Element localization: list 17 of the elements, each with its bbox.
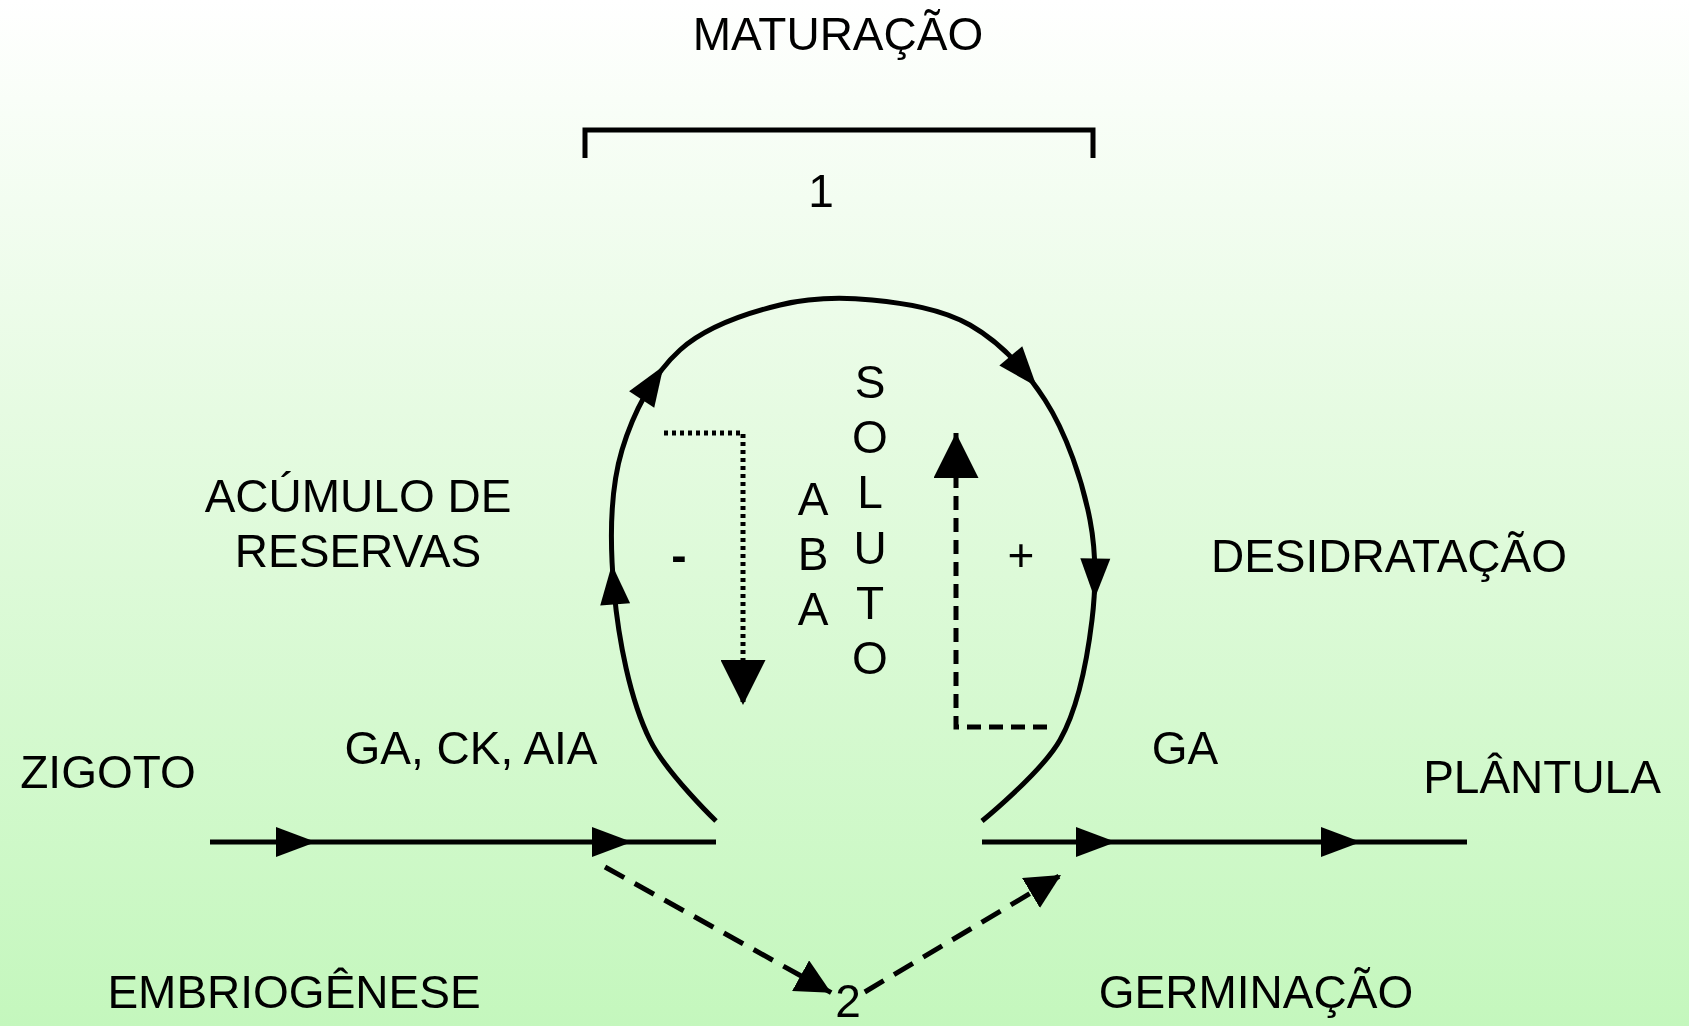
diagram-label: DESIDRATAÇÃO bbox=[1210, 529, 1568, 585]
stage-label: PLÂNTULA bbox=[1423, 750, 1661, 806]
diagram-label: EMBRIOGÊNESE bbox=[107, 965, 481, 1021]
diagram-label: ACÚMULO DE RESERVAS bbox=[203, 468, 513, 579]
diagram-label: GA, CK, AIA bbox=[344, 721, 598, 777]
vertical-label: ABA bbox=[796, 472, 830, 638]
diagram-label: MATURAÇÃO bbox=[692, 7, 984, 63]
diagram-label: 1 bbox=[808, 164, 834, 220]
diagram-label: GERMINAÇÃO bbox=[1098, 965, 1414, 1021]
arrow bbox=[863, 872, 1063, 995]
diagram-label: + bbox=[1007, 528, 1035, 584]
vertical-label: SOLUTO bbox=[851, 355, 889, 686]
diagram-label: - bbox=[671, 528, 687, 584]
arrow bbox=[603, 864, 833, 995]
stage-label: ZIGOTO bbox=[20, 745, 196, 801]
diagram-label: GA bbox=[1151, 721, 1219, 777]
callout-number: 2 bbox=[835, 974, 861, 1026]
